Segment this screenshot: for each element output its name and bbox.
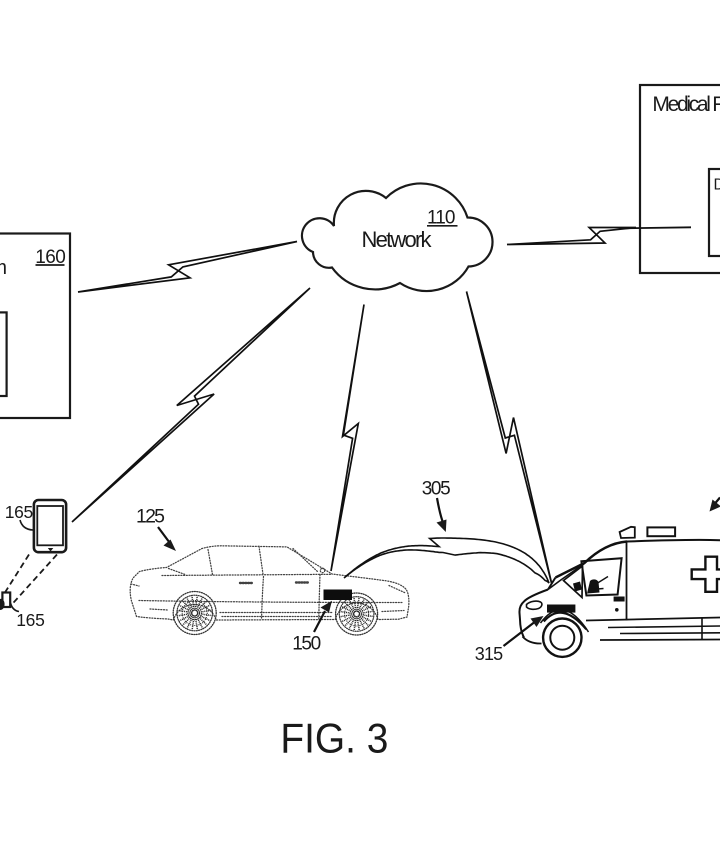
svg-text:125: 125 <box>136 506 165 528</box>
svg-text:165: 165 <box>16 610 45 630</box>
svg-text:Da: Da <box>714 177 720 194</box>
svg-text:System: System <box>0 257 7 279</box>
svg-text:Network: Network <box>362 227 433 252</box>
svg-text:110: 110 <box>427 208 456 229</box>
svg-text:165: 165 <box>5 502 34 522</box>
svg-text:150: 150 <box>292 633 321 654</box>
svg-text:305: 305 <box>422 479 451 500</box>
svg-text:315: 315 <box>475 644 504 664</box>
svg-text:Medical Fa: Medical Fa <box>652 93 720 116</box>
svg-text:160: 160 <box>35 247 66 268</box>
svg-text:FIG. 3: FIG. 3 <box>280 715 388 762</box>
